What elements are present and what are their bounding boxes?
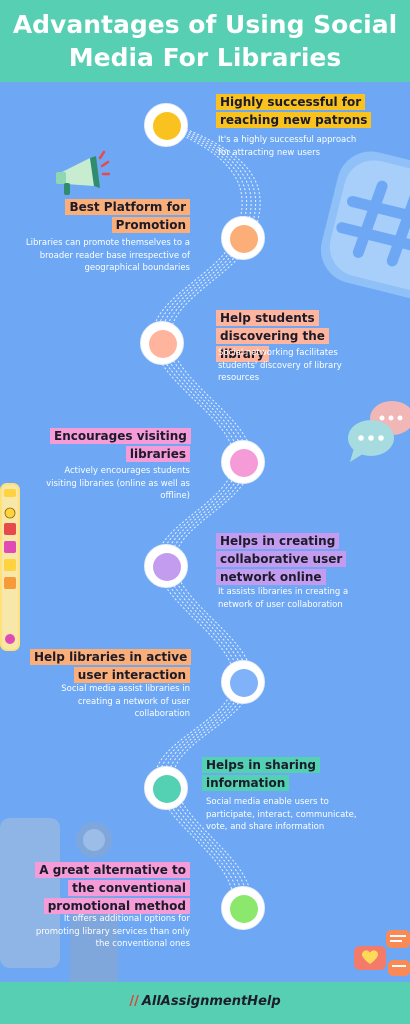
node-5 [144, 544, 188, 588]
item-4-title: Encourages visiting libraries [50, 428, 191, 462]
item-6-title: Help libraries in active user interactio… [30, 649, 192, 683]
item-5-desc: It assists libraries in creating a netwo… [218, 587, 349, 610]
brand-logo[interactable]: //AllAssignmentHelp [0, 994, 410, 1009]
node-3 [140, 321, 184, 365]
item-1-heading: Highly successful for reaching new patro… [216, 93, 376, 129]
hashtag-icon [320, 151, 410, 299]
megaphone-icon [56, 150, 110, 195]
item-7-heading: Helps in sharing information [202, 756, 322, 792]
page-title: Advantages of Using Social Media For Lib… [12, 10, 398, 72]
item-4-heading: Encourages visiting libraries [50, 427, 191, 463]
item-1-title: Highly successful for reaching new patro… [216, 94, 372, 128]
node-8 [221, 886, 265, 930]
item-2-heading: Best Platform for Promotion [50, 198, 190, 234]
node-1 [144, 103, 188, 147]
item-4-desc: Actively encourages students visiting li… [46, 466, 190, 501]
node-7-dot [153, 775, 181, 803]
item-8-title: A great alternative to the conventional … [35, 862, 190, 914]
item-5-title: Helps in creating collaborative user net… [216, 533, 347, 585]
node-3-dot [149, 330, 177, 358]
node-1-dot [153, 112, 181, 140]
toolbar-icons [0, 483, 20, 651]
brand-name: AllAssignmentHelp [141, 994, 281, 1009]
item-1-desc: It's a highly successful approach for at… [218, 135, 357, 158]
node-6 [221, 660, 265, 704]
item-2-desc: Libraries can promote themselves to a br… [25, 238, 190, 273]
item-3-heading: Help students discovering the library [216, 309, 376, 363]
node-4 [221, 440, 265, 484]
item-3-desc: Social networking facilitates students' … [218, 348, 342, 383]
brand-mark-icon: // [129, 994, 139, 1009]
node-8-dot [230, 895, 258, 923]
chat-bubbles-icon [348, 401, 410, 462]
node-5-dot [153, 553, 181, 581]
item-8-desc: It offers additional options for promoti… [35, 914, 190, 949]
item-5-heading: Helps in creating collaborative user net… [216, 532, 396, 586]
item-7-title: Helps in sharing information [202, 757, 320, 791]
heart-chat-icon [354, 930, 410, 976]
footer-band: //AllAssignmentHelp [0, 982, 410, 1024]
item-6-heading: Help libraries in active user interactio… [30, 648, 192, 684]
node-7 [144, 766, 188, 810]
item-2-title: Best Platform for Promotion [65, 199, 190, 233]
node-4-dot [230, 449, 258, 477]
item-8-heading: A great alternative to the conventional … [14, 861, 190, 915]
node-6-dot [230, 669, 258, 697]
item-7-desc: Social media enable users to participate… [206, 797, 357, 832]
node-2-dot [230, 225, 258, 253]
item-6-desc: Social media assist libraries in creatin… [61, 684, 190, 719]
node-2 [221, 216, 265, 260]
header-band: Advantages of Using Social Media For Lib… [0, 0, 410, 82]
